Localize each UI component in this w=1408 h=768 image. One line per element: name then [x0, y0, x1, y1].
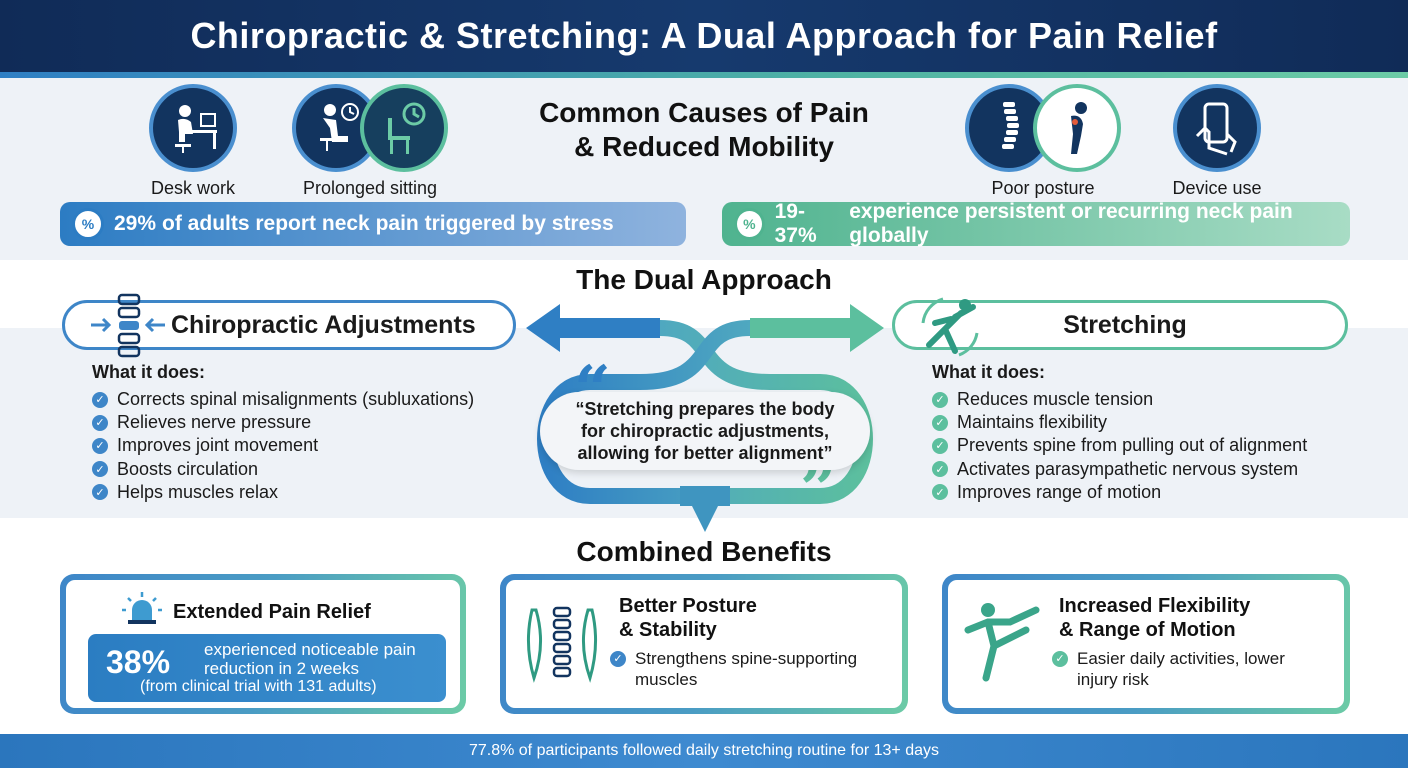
- check-icon: ✓: [92, 461, 108, 478]
- what-it-does-heading: What it does:: [92, 362, 205, 382]
- causes-title-line2: & Reduced Mobility: [574, 131, 834, 162]
- cause-desk-work: Desk work: [113, 84, 273, 199]
- benefit-card-posture: Better Posture & Stability ✓ Strengthens…: [500, 574, 908, 714]
- desk-work-icon: [149, 84, 237, 172]
- chiropractic-title: Chiropractic Adjustments: [171, 310, 476, 339]
- stretching-pill: Stretching: [892, 297, 1348, 357]
- flexibility-figure-icon: [964, 603, 1040, 682]
- alarm-light-icon: [122, 592, 162, 624]
- stat-value: 29%: [114, 212, 157, 235]
- check-icon: ✓: [932, 437, 948, 454]
- list-item: ✓Corrects spinal misalignments (subluxat…: [92, 388, 474, 411]
- check-icon: ✓: [932, 391, 948, 408]
- device-use-icon: [1173, 84, 1261, 172]
- cause-label: Prolonged sitting: [302, 178, 438, 198]
- stat-neck-pain-stress: % 29% of adults report neck pain trigger…: [60, 202, 686, 246]
- check-icon: ✓: [92, 391, 108, 408]
- what-it-does-heading: What it does:: [932, 362, 1045, 382]
- pain-relief-stat: 38% experienced noticeable pain reductio…: [88, 634, 446, 702]
- footer-text: 77.8% of participants followed daily str…: [468, 742, 940, 759]
- stretching-title: Stretching: [1063, 310, 1187, 339]
- footer-bar: 77.8% of participants followed daily str…: [0, 734, 1408, 768]
- list-item: ✓Helps muscles relax: [92, 481, 474, 504]
- chiropractic-does-list: What it does: ✓Corrects spinal misalignm…: [92, 362, 474, 504]
- list-item: ✓Activates parasympathetic nervous syste…: [932, 458, 1307, 481]
- cause-poor-posture: Poor posture: [958, 84, 1128, 199]
- stretching-does-list: What it does: ✓Reduces muscle tension ✓M…: [932, 362, 1307, 504]
- list-item: ✓Reduces muscle tension: [932, 388, 1307, 411]
- check-icon: ✓: [610, 651, 626, 667]
- dual-connector-graphic: [526, 304, 884, 532]
- benefit-card-pain-relief: Extended Pain Relief 38% experienced not…: [60, 574, 466, 714]
- check-icon: ✓: [1052, 651, 1068, 667]
- chair-clock-icon: [360, 84, 448, 172]
- pain-relief-source: (from clinical trial with 131 adults): [140, 678, 377, 695]
- poor-posture-icon: [1033, 84, 1121, 172]
- benefit-item: ✓ Easier daily activities, lower injury …: [1052, 648, 1285, 690]
- cause-label: Device use: [1172, 178, 1262, 198]
- cause-label: Poor posture: [991, 178, 1095, 198]
- check-icon: ✓: [92, 484, 108, 501]
- quote-line: for chiropractic adjustments,: [580, 421, 830, 441]
- percent-icon: %: [734, 208, 765, 240]
- check-icon: ✓: [932, 461, 948, 478]
- benefit-item: ✓ Strengthens spine-supporting muscles: [610, 648, 857, 690]
- quote-line: “Stretching prepares the body: [575, 399, 835, 419]
- title-bar: Chiropractic & Stretching: A Dual Approa…: [0, 0, 1408, 72]
- check-icon: ✓: [932, 414, 948, 431]
- stat-text: of adults report neck pain triggered by …: [162, 212, 614, 235]
- list-item: ✓Prevents spine from pulling out of alig…: [932, 434, 1307, 457]
- causes-title-line1: Common Causes of Pain: [539, 97, 869, 128]
- chiropractic-adjustments-pill: Chiropractic Adjustments: [62, 293, 516, 358]
- stat-neck-pain-global: % 19-37% experience persistent or recurr…: [722, 200, 1350, 247]
- stat-value: 19-37%: [774, 200, 817, 247]
- causes-title: Common Causes of Pain & Reduced Mobility: [520, 96, 888, 164]
- pain-relief-text: experienced noticeable pain reduction in…: [204, 640, 416, 678]
- list-item: ✓Improves range of motion: [932, 481, 1307, 504]
- title-stripe: [0, 72, 1408, 78]
- quote-line: allowing for better alignment”: [577, 443, 833, 463]
- prolonged-sitting-icon: [292, 84, 380, 172]
- dual-approach-title: The Dual Approach: [576, 264, 832, 295]
- list-item: ✓Relieves nerve pressure: [92, 411, 474, 434]
- check-icon: ✓: [92, 437, 108, 454]
- check-icon: ✓: [92, 414, 108, 431]
- stretching-figure-icon: [921, 297, 979, 357]
- benefit-card-flexibility: Increased Flexibility & Range of Motion …: [942, 574, 1350, 714]
- check-icon: ✓: [932, 484, 948, 501]
- page-title: Chiropractic & Stretching: A Dual Approa…: [190, 15, 1218, 56]
- spine-adjustment-icon: [91, 293, 165, 358]
- dual-quote: “Stretching prepares the body for chirop…: [540, 392, 870, 470]
- benefit-title: Better Posture & Stability: [619, 595, 757, 641]
- list-item: ✓Maintains flexibility: [932, 411, 1307, 434]
- cause-prolonged-sitting: Prolonged sitting: [290, 84, 450, 199]
- cause-device-use: Device use: [1137, 84, 1297, 199]
- percent-icon: %: [72, 208, 104, 240]
- benefit-title: Increased Flexibility & Range of Motion: [1059, 595, 1251, 641]
- combined-benefits-title: Combined Benefits: [576, 536, 832, 567]
- spine-muscles-icon: [526, 606, 598, 683]
- list-item: ✓Boosts circulation: [92, 458, 474, 481]
- cause-label: Desk work: [150, 178, 235, 198]
- list-item: ✓Improves joint movement: [92, 434, 474, 457]
- stat-text: experience persistent or recurring neck …: [849, 200, 1293, 247]
- pain-relief-pct: 38%: [106, 644, 171, 680]
- benefit-title: Extended Pain Relief: [173, 601, 371, 623]
